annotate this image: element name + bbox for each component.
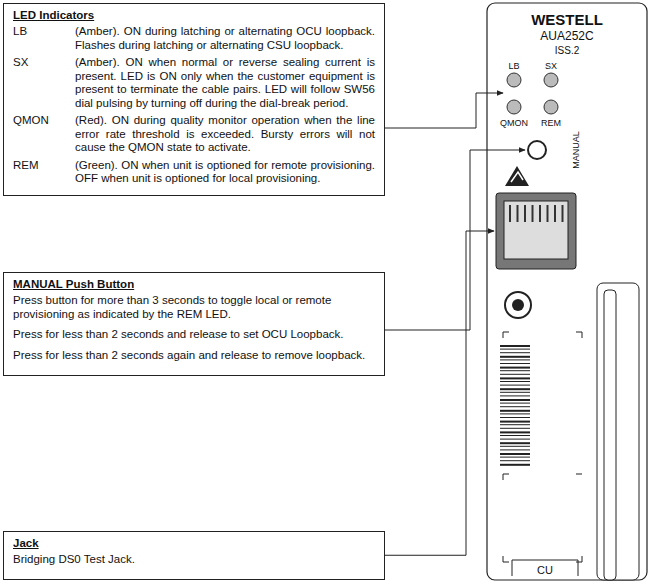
model-number: AUA252C [540, 29, 593, 43]
box-heading: LED Indicators [13, 9, 375, 21]
leader-line [385, 231, 494, 555]
led-table: LB(Amber). ON during latching or alterna… [13, 25, 375, 189]
led-name: QMON [13, 114, 71, 158]
instruction-text: Press for less than 2 seconds and releas… [13, 328, 375, 342]
leader-line [385, 93, 503, 128]
led-label: SX [545, 61, 557, 71]
unit-label: CU [537, 564, 553, 576]
instruction-text: Press for less than 2 seconds again and … [13, 349, 375, 363]
instruction-text: Bridging DS0 Test Jack. [13, 553, 375, 567]
led-name: REM [13, 159, 71, 189]
issue-number: ISS.2 [555, 45, 579, 56]
brand-name: WESTELL [531, 11, 603, 28]
led-description: (Amber). ON when normal or reverse seali… [75, 56, 375, 110]
led-label: LB [508, 61, 519, 71]
led-indicators-box: LED IndicatorsLB(Amber). ON during latch… [3, 3, 385, 196]
led-label: QMON [500, 118, 528, 128]
led-label: REM [541, 118, 561, 128]
instruction-text: Press button for more than 3 seconds to … [13, 294, 375, 321]
led-description: (Amber). ON during latching or alternati… [75, 25, 375, 52]
led-description: (Green). ON when unit is optioned for re… [75, 159, 375, 186]
led-name: SX [13, 56, 71, 113]
led-name: LB [13, 25, 71, 55]
button-label: MANUAL [571, 131, 581, 169]
box-heading: MANUAL Push Button [13, 278, 375, 290]
box-heading: Jack [13, 537, 375, 549]
led-description: (Red). ON during quality monitor operati… [75, 114, 375, 155]
leader-line [385, 150, 525, 330]
jack-box: JackBridging DS0 Test Jack. [3, 531, 385, 581]
manual-button-box: MANUAL Push ButtonPress button for more … [3, 272, 385, 376]
